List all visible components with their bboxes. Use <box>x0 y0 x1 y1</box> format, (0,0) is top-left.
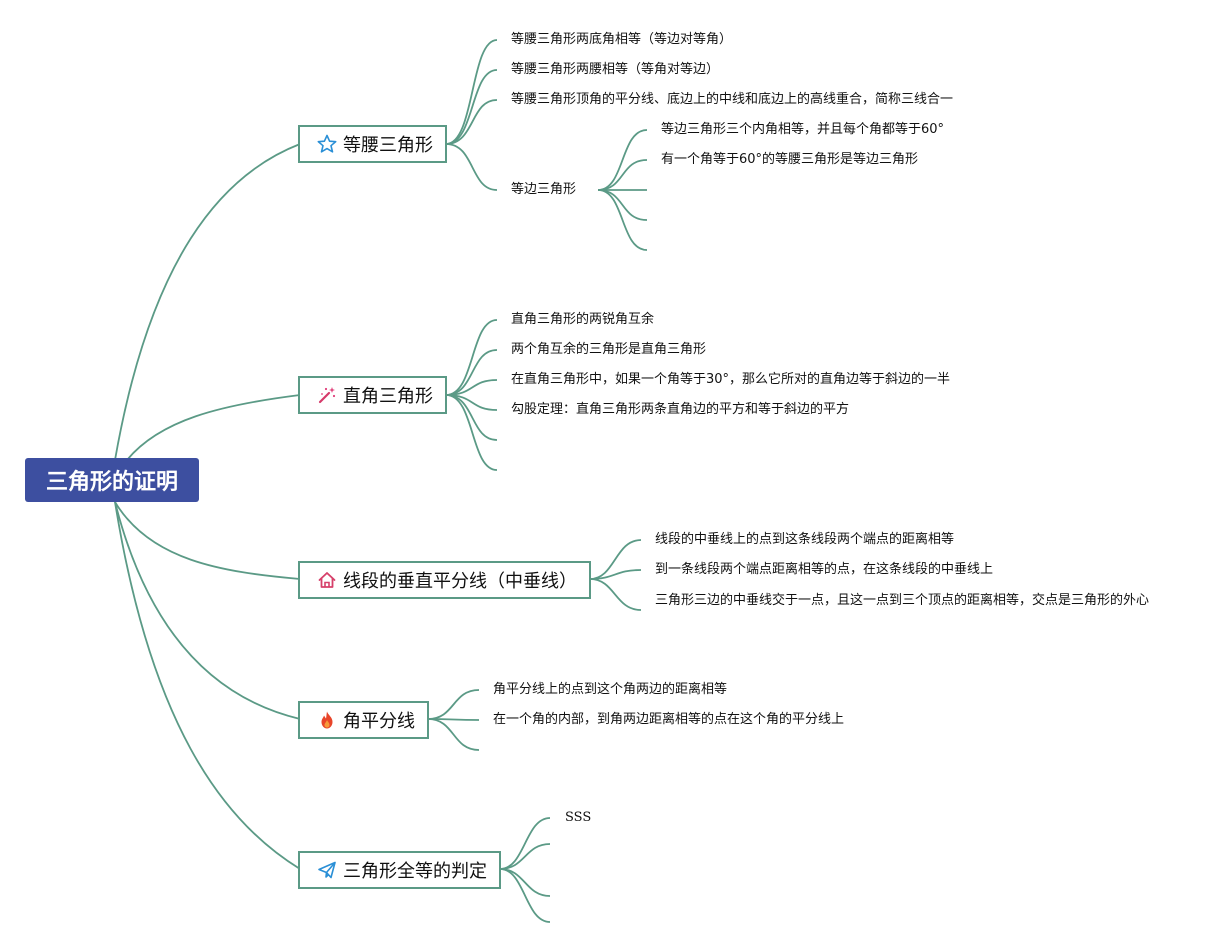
link-b2-l1 <box>445 319 498 396</box>
branch-label: 等腰三角形 <box>343 135 433 156</box>
leaf-item[interactable]: 等腰三角形顶角的平分线、底边上的中线和底边上的高线重合，简称三线合一 <box>511 92 954 107</box>
branch-label: 线段的垂直平分线（中垂线） <box>343 571 577 592</box>
link-b1s-1 <box>597 129 648 191</box>
leaf-item[interactable]: SSS <box>565 810 592 825</box>
leaf-item-equilateral[interactable]: 等边三角形 <box>511 182 577 197</box>
branch-isosceles-triangle[interactable]: 等腰三角形 <box>298 125 447 163</box>
home-icon <box>317 570 337 590</box>
link-b5-l3 <box>499 868 551 897</box>
link-b5-l1 <box>499 817 551 870</box>
link-root-b2 <box>126 394 301 461</box>
leaf-item[interactable]: 直角三角形的两锐角互余 <box>511 312 655 327</box>
link-b1s-2 <box>597 159 648 191</box>
leaf-item[interactable]: 等腰三角形两底角相等（等边对等角） <box>511 32 733 47</box>
link-b1s-5 <box>597 189 648 251</box>
root-topic[interactable]: 三角形的证明 <box>25 458 199 502</box>
sub-leaf-item[interactable]: 有一个角等于60°的等腰三角形是等边三角形 <box>661 152 919 167</box>
branch-perpendicular-bisector[interactable]: 线段的垂直平分线（中垂线） <box>298 561 591 599</box>
leaf-item[interactable]: 勾股定理：直角三角形两条直角边的平方和等于斜边的平方 <box>511 402 850 417</box>
link-b1-l3 <box>445 99 498 145</box>
link-root-b1 <box>114 143 301 461</box>
branch-label: 直角三角形 <box>343 386 433 407</box>
leaf-item[interactable]: 在直角三角形中，如果一个角等于30°，那么它所对的直角边等于斜边的一半 <box>511 372 951 387</box>
link-b5-l2 <box>499 843 551 870</box>
link-root-b4 <box>114 501 301 720</box>
leaf-item[interactable]: 等腰三角形两腰相等（等角对等边） <box>511 62 720 77</box>
leaf-item[interactable]: 在一个角的内部，到角两边距离相等的点在这个角的平分线上 <box>493 712 845 727</box>
star-icon <box>317 134 337 154</box>
fire-icon <box>317 710 337 730</box>
link-b5-l4 <box>499 868 551 923</box>
link-root-b5 <box>114 501 301 870</box>
magic-wand-icon <box>317 385 337 405</box>
link-b1-l1 <box>445 39 498 145</box>
leaf-item[interactable]: 角平分线上的点到这个角两边的距离相等 <box>493 682 728 697</box>
link-b2-l2 <box>445 349 498 396</box>
link-b1-l2 <box>445 69 498 145</box>
leaf-item[interactable]: 两个角互余的三角形是直角三角形 <box>511 342 707 357</box>
branch-label: 三角形全等的判定 <box>343 861 487 882</box>
branch-congruence-criteria[interactable]: 三角形全等的判定 <box>298 851 501 889</box>
leaf-item[interactable]: 到一条线段两个端点距离相等的点，在这条线段的中垂线上 <box>655 562 994 577</box>
link-b1-l4 <box>445 143 498 191</box>
leaf-item[interactable]: 线段的中垂线上的点到这条线段两个端点的距离相等 <box>655 532 955 547</box>
link-b3-l3 <box>589 578 642 611</box>
link-b2-l6 <box>445 394 498 471</box>
paper-plane-icon <box>317 860 337 880</box>
link-b1s-4 <box>597 189 648 221</box>
branch-label: 角平分线 <box>343 711 415 732</box>
leaf-item[interactable]: 三角形三边的中垂线交于一点，且这一点到三个顶点的距离相等，交点是三角形的外心 <box>655 593 1150 608</box>
branch-right-triangle[interactable]: 直角三角形 <box>298 376 447 414</box>
branch-angle-bisector[interactable]: 角平分线 <box>298 701 429 739</box>
link-root-b3 <box>114 501 301 580</box>
link-b3-l1 <box>589 539 642 580</box>
link-b4-l3 <box>427 718 480 751</box>
link-b4-l1 <box>427 689 480 720</box>
sub-leaf-item[interactable]: 等边三角形三个内角相等，并且每个角都等于60° <box>661 122 945 137</box>
